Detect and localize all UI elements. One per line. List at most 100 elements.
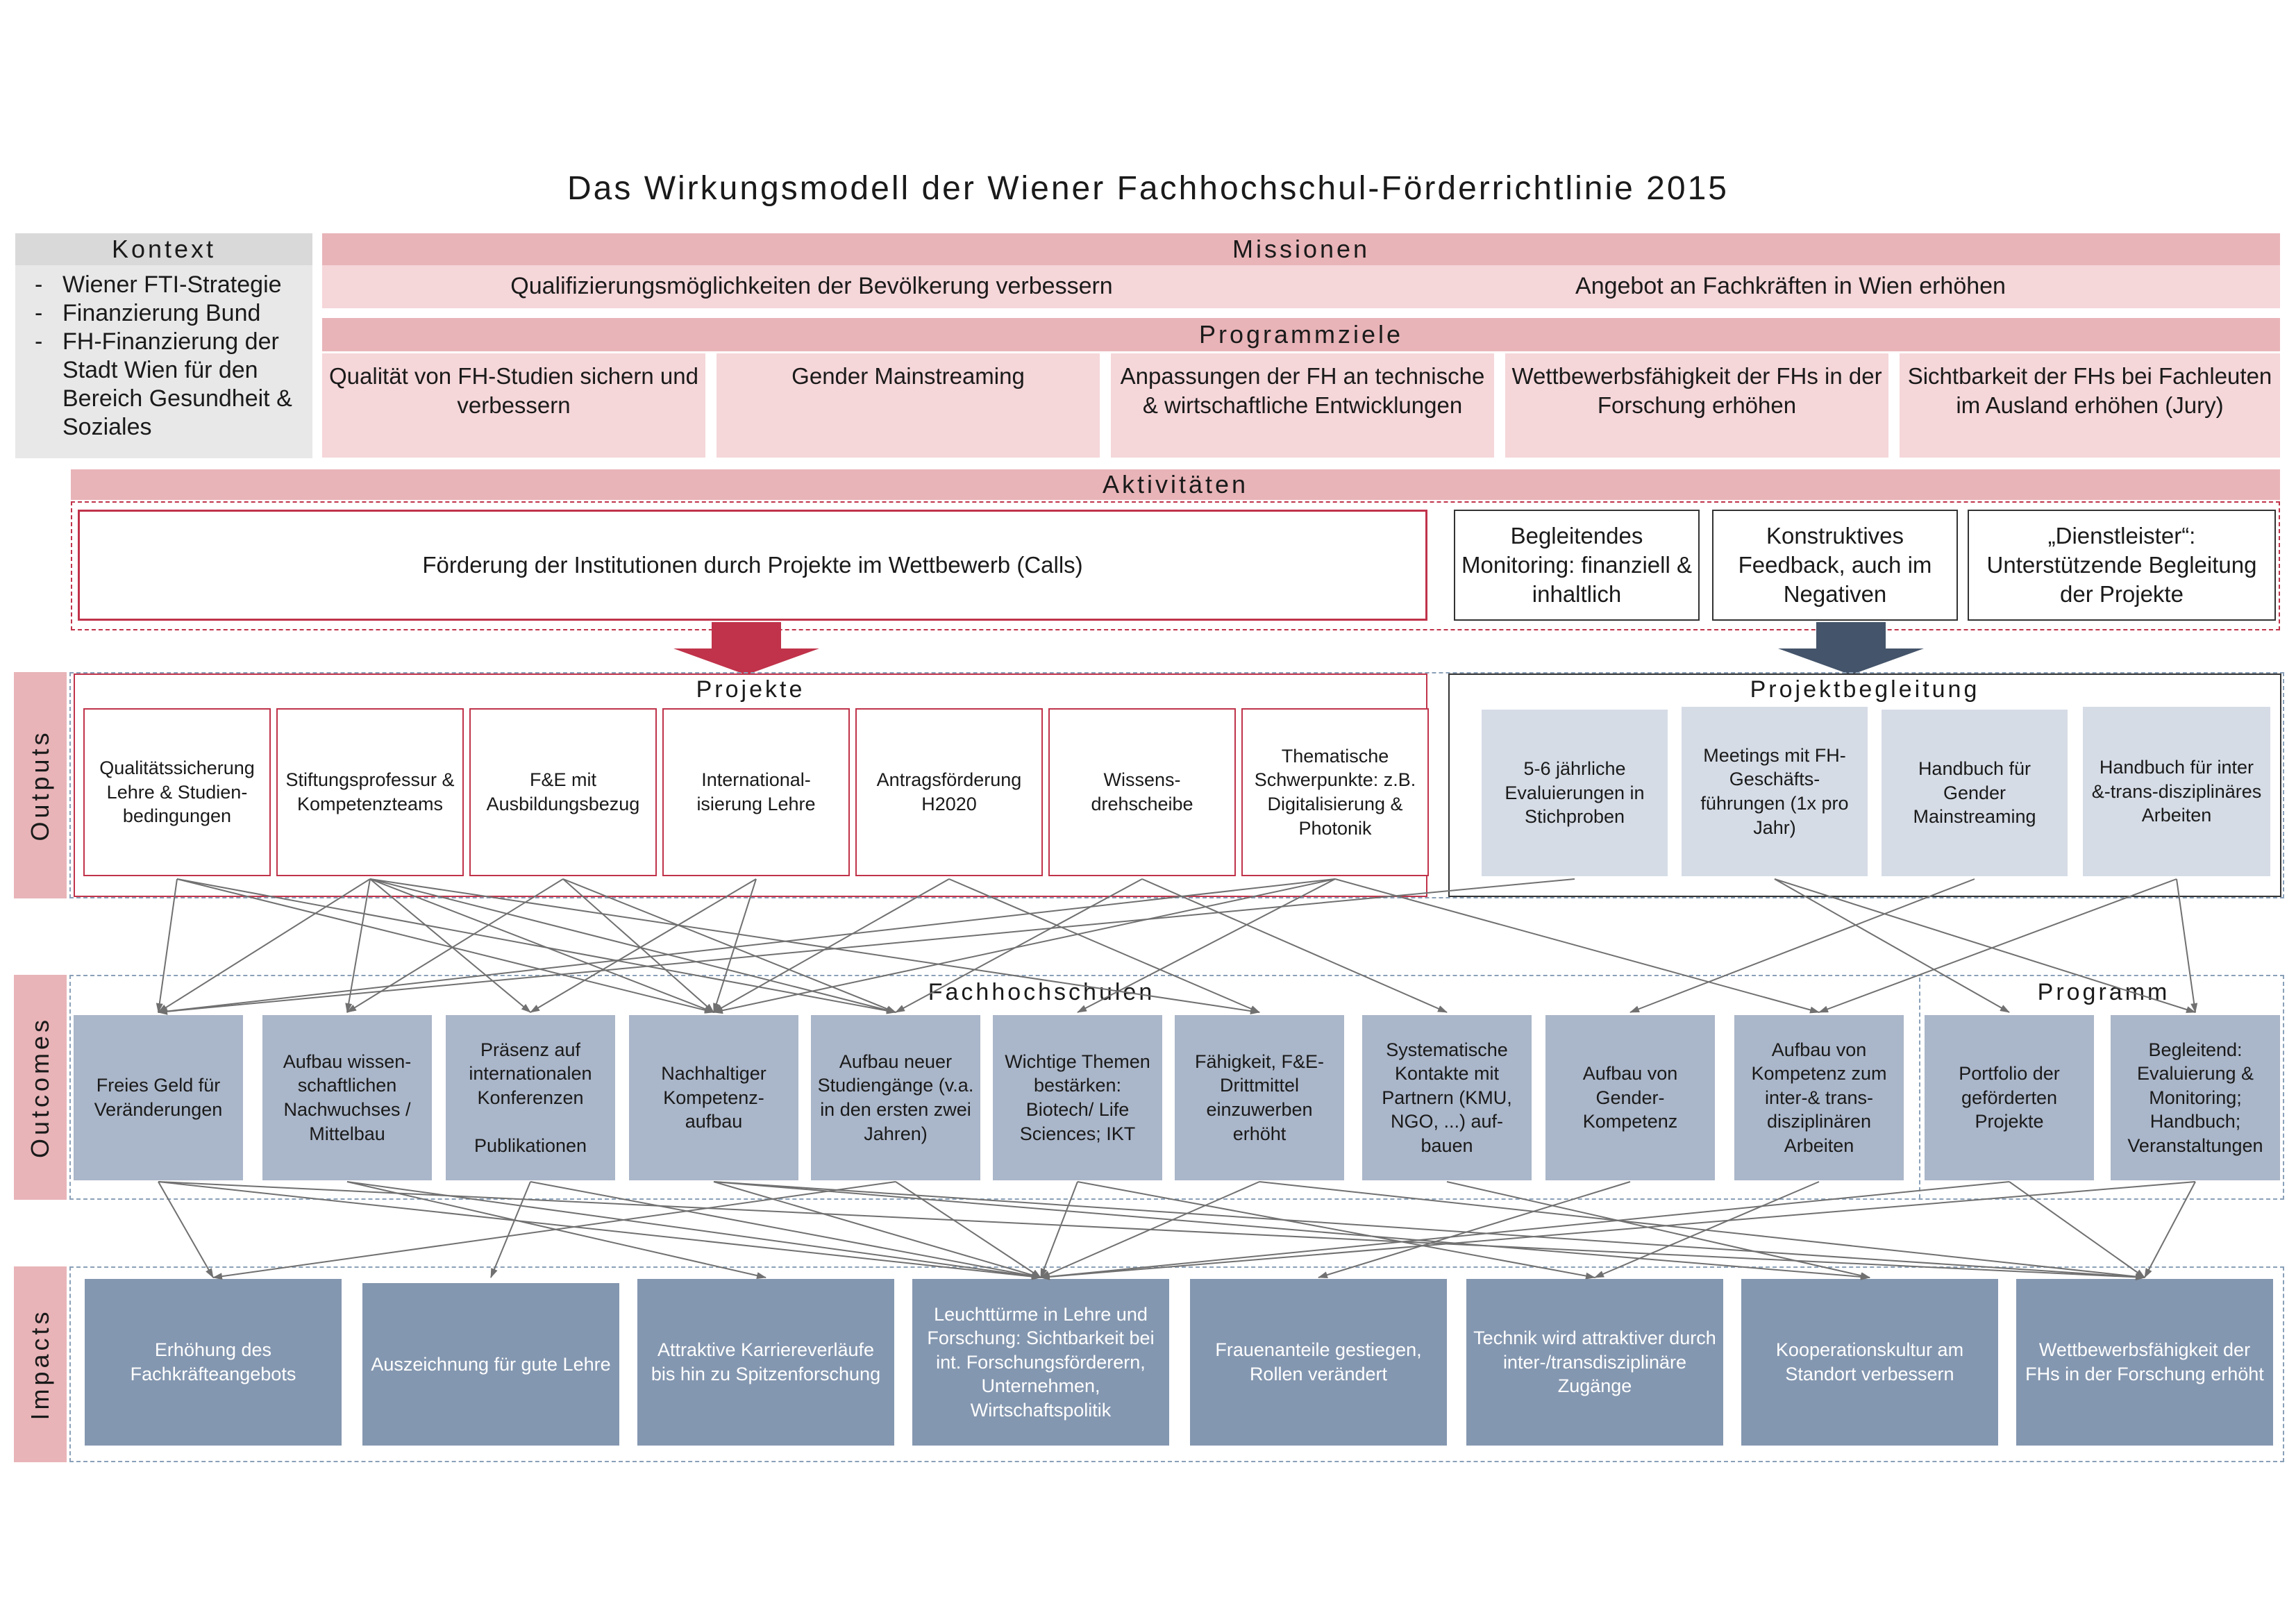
activity-side: Begleitendes Monitoring: finanziell & in…: [1454, 510, 1700, 621]
activities-frame: [71, 501, 2280, 630]
connector-arrow: [346, 1181, 1041, 1280]
arrow-down-navy: [1778, 622, 1924, 675]
connector-arrow: [1818, 878, 2177, 1013]
connector-arrow: [1774, 878, 2010, 1013]
connector-arrow: [158, 878, 1336, 1015]
page-title: Das Wirkungsmodell der Wiener Fachhochsc…: [567, 170, 1729, 207]
mission-item: Qualifizierungsmöglichkeiten der Bevölke…: [510, 273, 1113, 300]
impact-box: Kooperationskultur am Standort verbesser…: [1741, 1279, 1998, 1446]
connector-arrow: [1629, 878, 1975, 1013]
context-header: Kontext: [15, 233, 312, 265]
impact-box: Auszeichnung für gute Lehre: [362, 1283, 619, 1446]
connector-arrow: [346, 878, 564, 1013]
connector-arrow: [369, 878, 714, 1013]
outcome-fh: Fähigkeit, F&E-Drittmittel einzuwerben e…: [1175, 1015, 1344, 1180]
connector-arrow: [369, 878, 896, 1014]
connector-arrow: [562, 878, 896, 1013]
connector-arrow: [156, 878, 178, 1013]
output-projekt: International-isierung Lehre: [662, 708, 850, 876]
connector-arrow: [158, 878, 371, 1013]
output-projekt: Stiftungsprofessur & Kompetenzteams: [276, 708, 464, 876]
connector-arrow: [530, 1181, 1041, 1280]
context-item: Finanzierung Bund: [15, 299, 312, 328]
outcome-programm: Begleitend: Evaluierung & Monitoring; Ha…: [2111, 1015, 2280, 1180]
connector-arrow: [713, 1181, 2145, 1281]
connector-arrow: [158, 1181, 1041, 1280]
activity-side: Konstruktives Feedback, auch im Negative…: [1712, 510, 1958, 621]
programmziel-item: Gender Mainstreaming: [717, 353, 1100, 458]
programmziel-item: Qualität von FH-Studien sichern und verb…: [322, 353, 705, 458]
outcome-fh: Aufbau wissen-schaftlichen Nachwuchses /…: [262, 1015, 432, 1180]
arrow-down-red: [673, 622, 819, 675]
projekte-label: Projekte: [696, 676, 805, 703]
outcome-fh: Präsenz auf internationalen Konferenzen …: [446, 1015, 615, 1180]
outcome-fh: Nachhaltiger Kompetenz-aufbau: [629, 1015, 798, 1180]
connector-arrow: [895, 1181, 1041, 1278]
connector-arrow: [530, 878, 757, 1013]
impact-box: Erhöhung des Fachkräfteangebots: [85, 1279, 342, 1446]
connector-arrow: [1334, 878, 1820, 1014]
programmziel-item: Wettbewerbsfähigkeit der FHs in der Fors…: [1505, 353, 1888, 458]
connector-arrow: [158, 878, 1575, 1015]
outcome-fh: Systematische Kontakte mit Partnern (KMU…: [1362, 1015, 1532, 1180]
activity-main: Förderung der Institutionen durch Projek…: [78, 510, 1427, 621]
connector-arrow: [2144, 1181, 2196, 1278]
context-item: Wiener FTI-Strategie: [15, 271, 312, 299]
activities-header: Aktivitäten: [71, 469, 2280, 500]
context-item: FH-Finanzierung der Stadt Wien für den B…: [15, 328, 312, 442]
projektbegleitung-frame: [1448, 673, 2281, 897]
connector-arrow: [490, 1181, 531, 1278]
output-begleitung: Handbuch für inter &-trans-disziplinäres…: [2083, 707, 2270, 876]
outcome-fh: Aufbau neuer Studiengänge (v.a. in den e…: [811, 1015, 980, 1180]
outcome-programm: Portfolio der geförderten Projekte: [1925, 1015, 2094, 1180]
output-projekt: Antragsförderung H2020: [855, 708, 1043, 876]
impact-box: Wettbewerbsfähigkeit der FHs in der Fors…: [2016, 1279, 2273, 1446]
connector-arrow: [1040, 1181, 2196, 1280]
output-begleitung: Handbuch für Gender Mainstreaming: [1882, 710, 2068, 876]
output-begleitung: Meetings mit FH-Geschäfts-führungen (1x …: [1682, 707, 1868, 876]
connector-arrow: [1446, 1181, 1870, 1280]
impact-box: Leuchttürme in Lehre und Forschung: Sich…: [912, 1279, 1169, 1446]
output-projekt: Wissens-drehscheibe: [1048, 708, 1236, 876]
connector-arrow: [176, 878, 714, 1014]
output-projekt: Thematische Schwerpunkte: z.B. Digitalis…: [1241, 708, 1429, 876]
programmziele-header: Programmziele: [322, 318, 2280, 351]
connector-arrow: [369, 878, 531, 1013]
connector-arrow: [713, 1181, 1870, 1280]
outcome-fh: Freies Geld für Veränderungen: [74, 1015, 243, 1180]
activity-side: „Dienstleister“: Unterstützende Begleitu…: [1968, 510, 2276, 621]
connector-arrow: [562, 878, 714, 1013]
impact-box: Technik wird attraktiver durch inter-/tr…: [1466, 1279, 1723, 1446]
outputs-frame: [69, 672, 2284, 898]
connector-arrow: [1774, 878, 2196, 1013]
connector-arrow: [176, 878, 896, 1014]
connector-arrow: [713, 1181, 1041, 1279]
outcome-fh: Aufbau von Gender-Kompetenz: [1545, 1015, 1715, 1180]
connector-arrow: [1040, 1181, 1260, 1278]
mission-item: Angebot an Fachkräften in Wien erhöhen: [1575, 273, 2006, 300]
connector-arrow: [369, 878, 1260, 1015]
row-label-outputs: Outputs: [14, 672, 67, 898]
impact-box: Attraktive Karriereverläufe bis hin zu S…: [637, 1279, 894, 1446]
outcomes-frame: [69, 975, 2284, 1200]
connector-arrow: [158, 1181, 214, 1278]
connector-arrow: [713, 878, 757, 1013]
connector-arrow: [1259, 1181, 2145, 1280]
connector-arrow: [895, 878, 1143, 1013]
output-projekt: F&E mit Ausbildungsbezug: [469, 708, 657, 876]
connector-arrow: [2009, 1181, 2145, 1278]
output-begleitung: 5-6 jährliche Evaluierungen in Stichprob…: [1482, 710, 1668, 876]
row-label-outcomes: Outcomes: [14, 975, 67, 1200]
connector-arrow: [212, 1181, 896, 1280]
missions-panel: [322, 265, 2280, 308]
connector-arrow: [1040, 1181, 1078, 1278]
connector-arrow: [1077, 1181, 1595, 1280]
connector-arrow: [1594, 1181, 1820, 1278]
connector-arrow: [1141, 878, 1448, 1013]
missions-header: Missionen: [322, 233, 2280, 265]
connector-arrow: [1077, 878, 1336, 1013]
connector-arrow: [948, 878, 1260, 1013]
outcomes-divider: [1919, 978, 1920, 1198]
